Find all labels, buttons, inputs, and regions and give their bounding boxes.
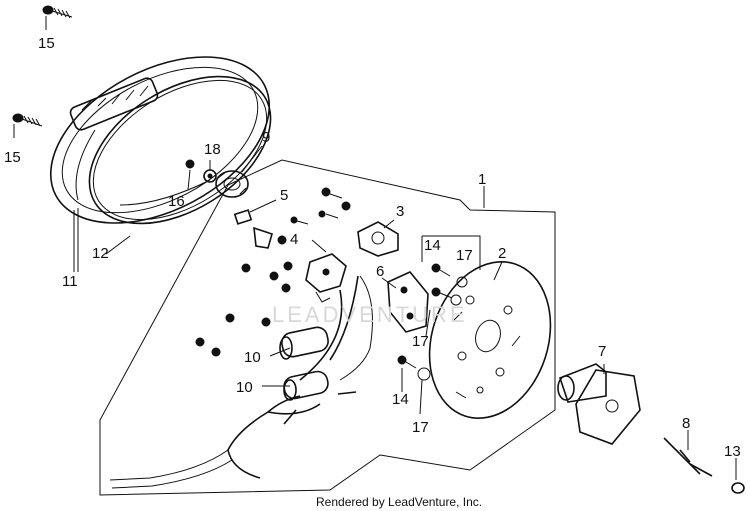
callout-8: 8 [682,415,690,432]
leader-lines [13,16,737,480]
callout-5: 5 [280,187,288,204]
callout-14: 14 [424,237,441,254]
rod [663,437,713,477]
screw-icon [42,5,73,19]
bracket-plate [387,271,429,333]
callout-6: 6 [376,263,384,280]
grommet [215,170,249,198]
small-hardware [195,187,468,381]
callout-1: 1 [478,171,486,188]
callout-17: 17 [456,247,473,264]
callout-10: 10 [244,349,261,366]
callout-11: 11 [62,273,78,290]
cam-flange [557,363,641,445]
callout-18: 18 [204,141,221,158]
callout-17: 17 [412,333,429,350]
group-bracket [421,235,481,270]
callout-17: 17 [412,419,429,436]
callout-15: 15 [4,149,21,166]
wire-harness [227,275,359,479]
gasket-ring [88,75,272,225]
nut-icon [185,159,195,169]
condenser [279,326,329,360]
o-ring [731,482,745,494]
render-credit: Rendered by LeadVenture, Inc. [316,495,482,509]
callout-12: 12 [92,245,109,262]
brand-emblem [69,77,159,131]
watermark: LEADVENTURE [272,302,468,327]
spark-advancer [357,221,399,257]
screw-icon [12,113,43,127]
callout-7: 7 [598,343,606,360]
callout-16: 16 [168,193,185,210]
condenser [283,370,329,401]
callout-4: 4 [290,231,298,248]
breaker-point [305,253,347,303]
assembly-outline [99,159,556,496]
callout-14: 14 [392,391,409,408]
callout-2: 2 [498,245,506,262]
callout-3: 3 [396,203,404,220]
base-plate [428,261,552,419]
callout-10: 10 [236,379,253,396]
callout-9: 9 [262,129,270,146]
callout-13: 13 [724,443,741,460]
callout-15: 15 [38,35,55,52]
